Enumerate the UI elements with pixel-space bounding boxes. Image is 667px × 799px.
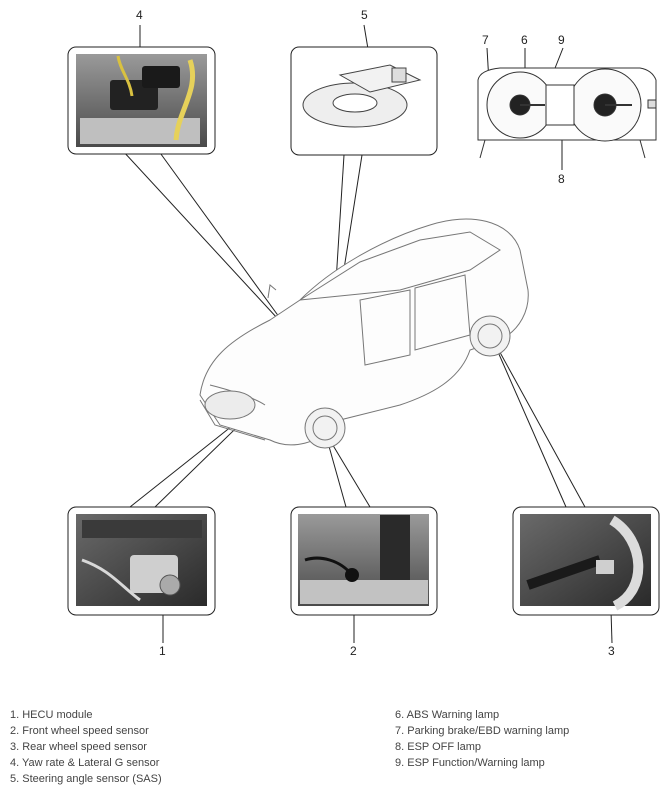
legend-item: 2. Front wheel speed sensor <box>10 725 149 737</box>
callout-3: 3 <box>608 644 615 658</box>
legend-item: 8. ESP OFF lamp <box>395 741 481 753</box>
car-illustration <box>199 218 529 449</box>
legend-left: 1. HECU module 2. Front wheel speed sens… <box>10 707 162 787</box>
legend-item: 3. Rear wheel speed sensor <box>10 741 147 753</box>
callout-6: 6 <box>521 33 528 47</box>
legend-right: 6. ABS Warning lamp 7. Parking brake/EBD… <box>395 707 569 771</box>
legend-item: 7. Parking brake/EBD warning lamp <box>395 725 570 737</box>
callout-2: 2 <box>350 644 357 658</box>
callout-7: 7 <box>482 33 489 47</box>
instrument-cluster <box>477 67 657 159</box>
callout-4: 4 <box>136 8 143 22</box>
legend-item: 1. HECU module <box>10 709 93 721</box>
legend-item: 6. ABS Warning lamp <box>395 709 500 721</box>
callout-9: 9 <box>558 33 565 47</box>
front-wheel-sensor-photo <box>290 506 438 616</box>
callout-5: 5 <box>361 8 368 22</box>
legend-item: 4. Yaw rate & Lateral G sensor <box>10 757 160 769</box>
legend-item: 9. ESP Function/Warning lamp <box>395 757 545 769</box>
callout-8: 8 <box>558 172 565 186</box>
legend-item: 5. Steering angle sensor (SAS) <box>10 773 162 785</box>
yaw-rate-sensor-photo <box>67 46 216 155</box>
steering-angle-sensor-photo <box>290 46 438 156</box>
rear-wheel-sensor-photo <box>512 506 660 616</box>
hecu-module-photo <box>67 506 216 616</box>
callout-1: 1 <box>159 644 166 658</box>
